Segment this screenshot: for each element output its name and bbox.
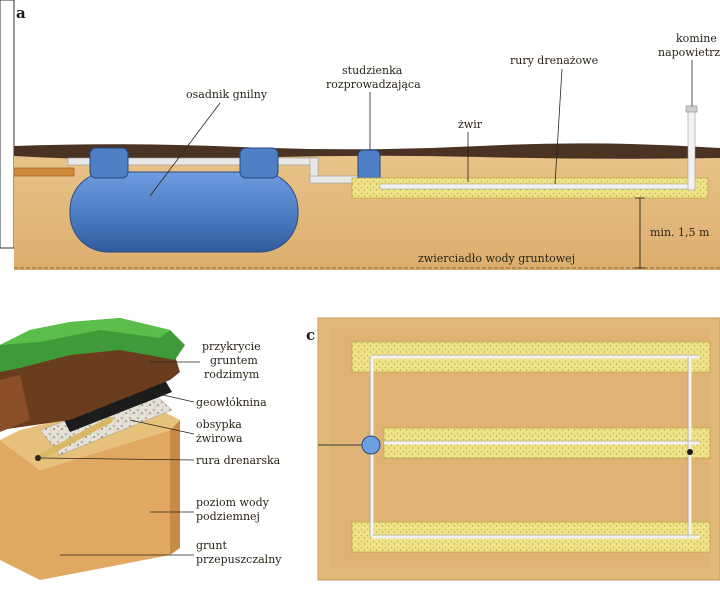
vent-chimney [687,109,696,191]
label-gravel-fill-1: obsypka [196,418,242,431]
block-front-face [0,430,170,580]
label-drain-pipes: rury drenażowe [510,54,598,67]
label-vent-2: napowietrz [658,46,720,59]
label-cover-3: rodzimym [204,368,260,381]
label-permeable-soil-1: grunt [196,539,227,552]
drain-pipe-a [379,183,691,190]
inflow-pipe [13,167,75,177]
label-drain-pipe: rura drenarska [196,454,281,467]
plan-distribution-well [361,435,381,455]
label-permeable-soil-2: przepuszczalny [196,553,282,566]
label-cover-2: gruntem [210,354,258,367]
label-septic-tank: osadnik gnilny [186,88,268,101]
septic-tank-hatch-right [239,147,279,179]
label-distribution-well-1: studzienka [342,64,403,77]
label-cover-1: przykrycie [202,340,261,353]
label-gravel: żwir [458,118,483,131]
label-vent-1: komine [676,32,717,45]
panel-c: c [306,317,720,581]
label-gravel-fill-2: żwirowa [196,432,243,445]
panel-b: przykrycie gruntem rodzimym geowłóknina … [0,318,282,580]
drain-pipe-b [35,417,113,461]
label-water-level-1: poziom wody [196,496,270,509]
septic-tank [69,171,299,253]
plan-vent-point [687,449,693,455]
panel-c-letter: c [306,326,315,344]
panel-a-letter: a [16,4,26,22]
septic-tank-hatch-left [89,147,129,179]
panel-a: a osadnik gnilny [0,0,720,270]
label-water-level-2: podziemnej [196,510,260,523]
label-min-depth: min. 1,5 m [650,226,710,239]
label-geotextile: geowłóknina [196,396,267,409]
label-groundwater-table: zwierciadło wody gruntowej [418,252,575,265]
label-distribution-well-2: rozprowadzająca [326,78,421,91]
house-wall [0,0,15,249]
plan-pipe-network [370,355,700,539]
